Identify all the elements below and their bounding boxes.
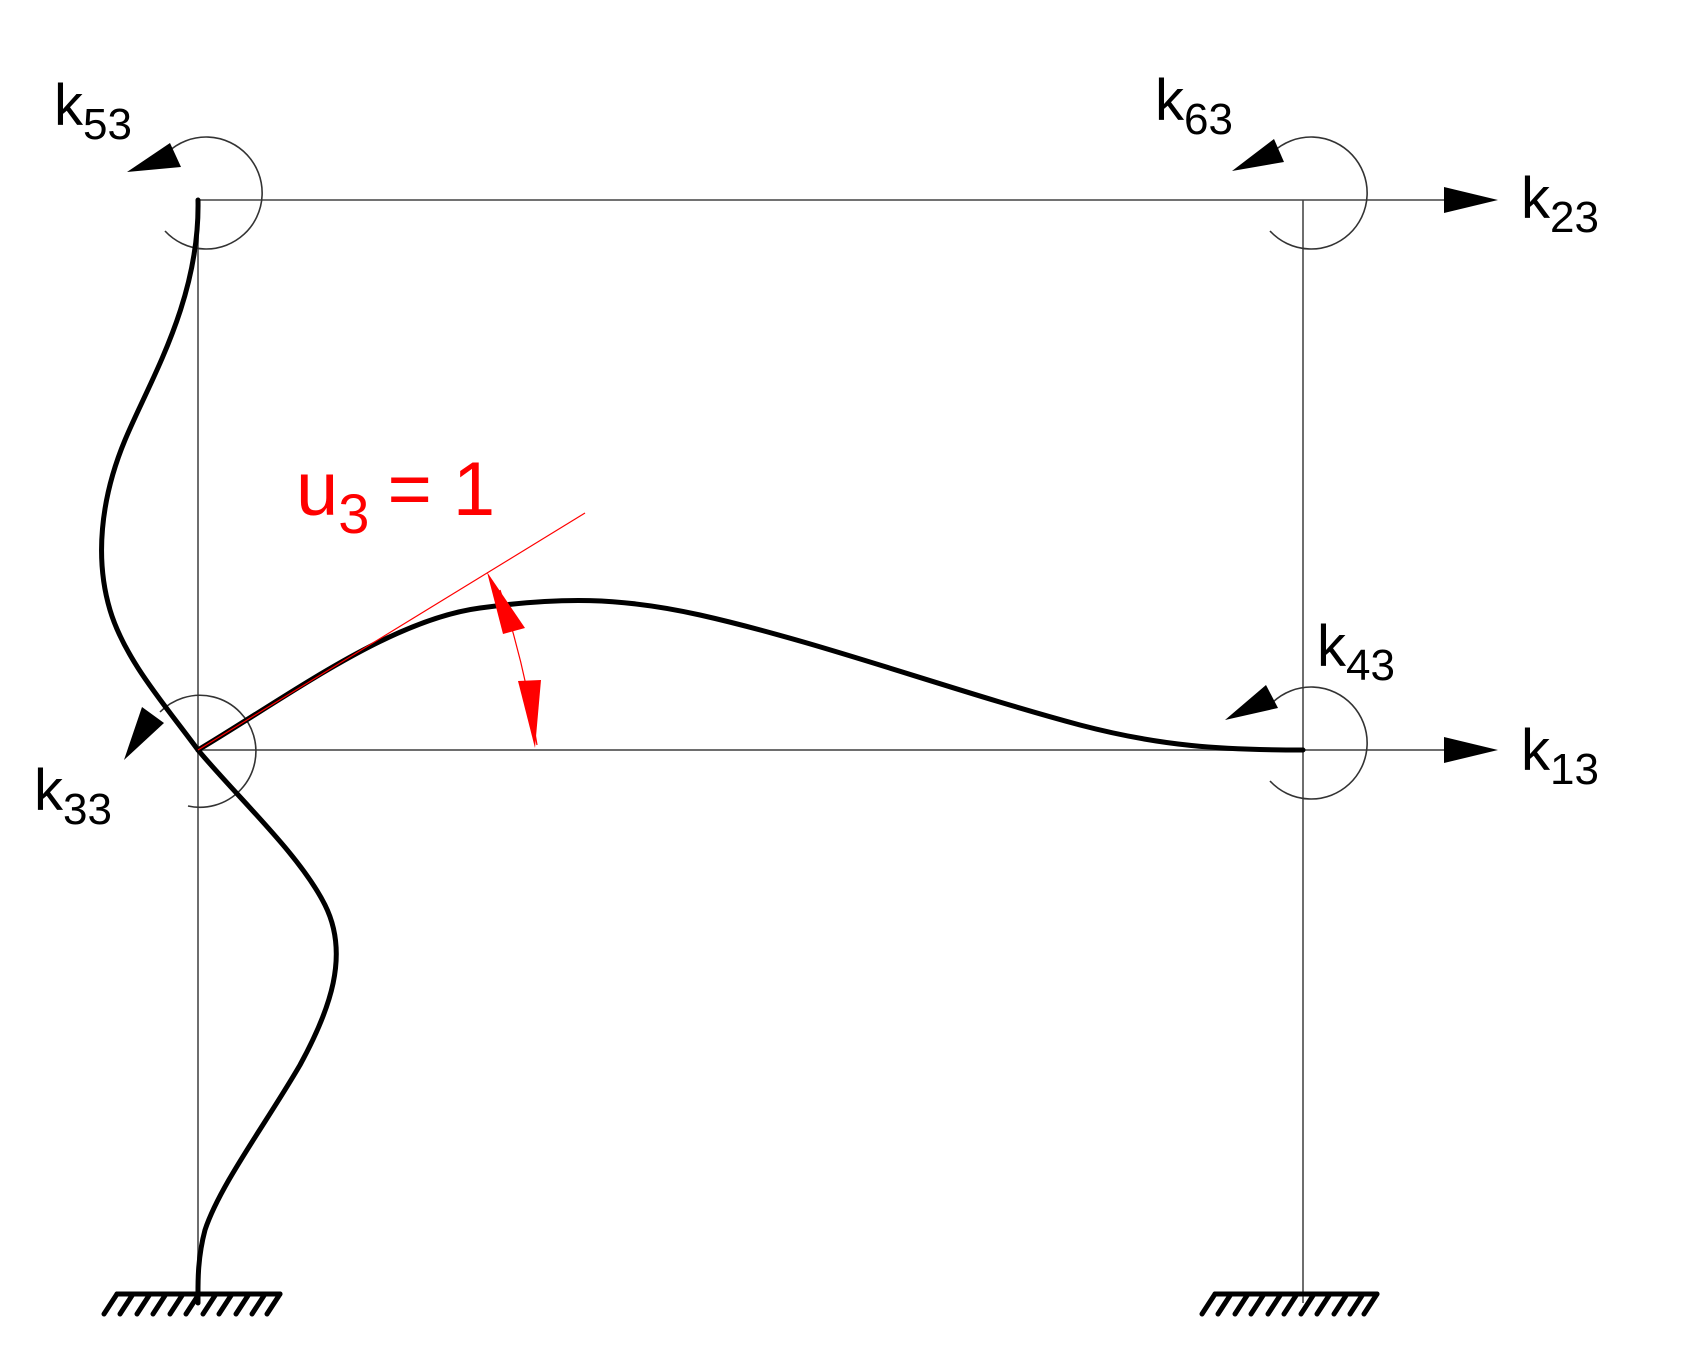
- rotation-arrowhead-top-icon: [487, 572, 525, 634]
- label-u3-equals-1: u3= 1: [296, 447, 495, 545]
- label-k63: k63: [1155, 68, 1233, 144]
- k23-arrowhead-icon: [1444, 187, 1498, 213]
- rotation-annotation: [197, 512, 586, 751]
- k63-moment-arc: [1269, 136, 1368, 250]
- right-fixed-support: [1199, 1291, 1380, 1317]
- k43-moment-arc: [1269, 686, 1368, 800]
- middle-beam-deflection: [195, 597, 1306, 753]
- k33-arrowhead-icon: [124, 707, 164, 760]
- k53-arrowhead-icon: [127, 143, 181, 172]
- tangent-line: [197, 512, 586, 751]
- left-support-hatch-icon: [101, 1291, 283, 1317]
- moment-arcs: [124, 136, 1368, 809]
- k43-arrowhead-icon: [1225, 685, 1278, 720]
- lower-left-column-deflection: [195, 747, 339, 1306]
- label-k33: k33: [34, 758, 112, 834]
- deflected-shape: [99, 197, 1306, 1306]
- k33-moment-arc: [159, 694, 257, 809]
- upper-left-column-deflection: [99, 197, 201, 753]
- right-support-hatch-icon: [1199, 1291, 1380, 1317]
- label-k53: k53: [54, 73, 132, 149]
- k13-arrowhead-icon: [1444, 737, 1498, 763]
- k63-arrowhead-icon: [1232, 139, 1284, 171]
- rotation-arrowhead-bottom-icon: [518, 680, 541, 748]
- label-k23: k23: [1521, 166, 1599, 242]
- label-k13: k13: [1521, 718, 1599, 794]
- label-k43: k43: [1317, 614, 1395, 690]
- k53-moment-arc: [164, 136, 263, 250]
- left-fixed-support: [101, 1291, 283, 1317]
